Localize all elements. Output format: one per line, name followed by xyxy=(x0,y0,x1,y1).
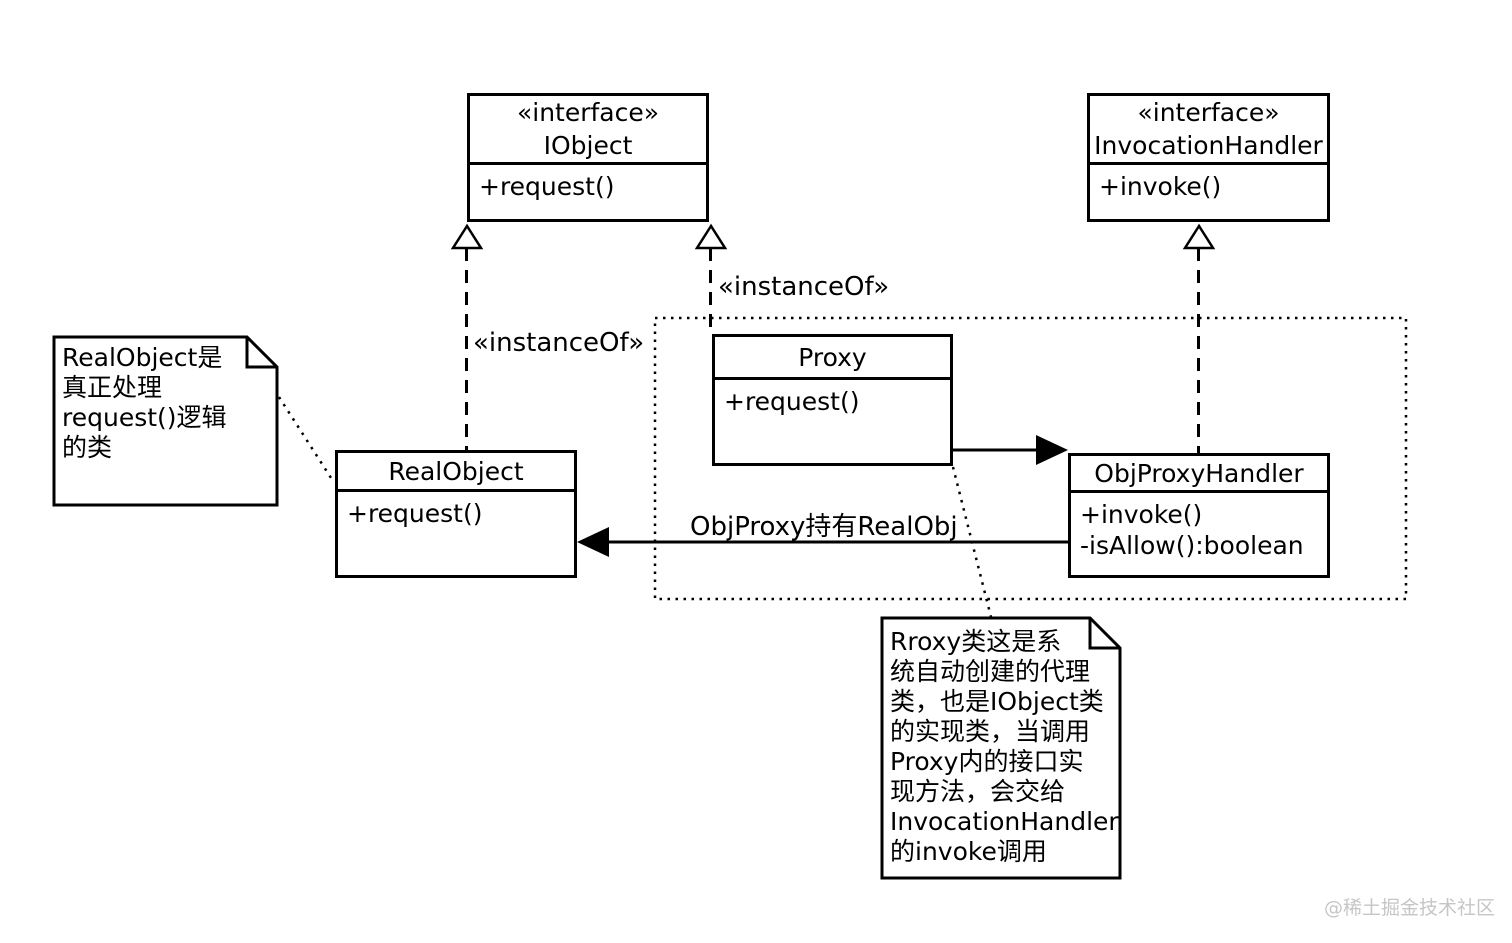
class-proxy-title: Proxy xyxy=(715,337,950,380)
class-iobject-members: +request() xyxy=(470,165,706,208)
note-anchor-proxy xyxy=(951,466,993,618)
class-objproxyhandler: ObjProxyHandler +invoke() -isAllow():boo… xyxy=(1068,453,1330,578)
class-invocationhandler-stereotype: «interface» xyxy=(1137,98,1280,127)
instanceof-label-left: «instanceOf» xyxy=(473,328,645,358)
note-fold-realobject-icon xyxy=(245,337,277,369)
note-shape-realobject xyxy=(52,335,279,507)
note-anchor-realobject xyxy=(277,396,335,482)
hollow-triangle-invocationhandler-icon xyxy=(1182,223,1216,250)
filled-arrowhead-left-icon xyxy=(577,527,609,557)
class-realobject-title: RealObject xyxy=(338,453,574,492)
member-method: +request() xyxy=(724,387,860,416)
class-invocationhandler-name: InvocationHandler xyxy=(1094,131,1323,160)
note-proxy-text: Rroxy类这是系 统自动创建的代理 类，也是IObject类 的实现类，当调用… xyxy=(890,627,1119,866)
member-method: +request() xyxy=(347,499,483,528)
note-fold-proxy-icon xyxy=(1088,618,1120,650)
class-objproxyhandler-title: ObjProxyHandler xyxy=(1071,456,1327,493)
member-method: +invoke() xyxy=(1080,500,1203,529)
instanceof-label-right: «instanceOf» xyxy=(718,272,890,302)
class-invocationhandler-title: «interface» InvocationHandler xyxy=(1090,96,1327,165)
class-invocationhandler: «interface» InvocationHandler +invoke() xyxy=(1087,93,1330,222)
class-objproxyhandler-name: ObjProxyHandler xyxy=(1094,458,1304,488)
holds-realobj-label: ObjProxy持有RealObj xyxy=(690,512,958,542)
class-realobject-members: +request() xyxy=(338,492,574,535)
class-objproxyhandler-members: +invoke() -isAllow():boolean xyxy=(1071,493,1327,567)
watermark-text: @稀土掘金技术社区 xyxy=(1324,897,1496,919)
class-realobject-name: RealObject xyxy=(388,456,524,486)
class-iobject-name: IObject xyxy=(543,131,633,160)
hollow-triangle-iobject-left-icon xyxy=(450,223,484,250)
note-realobject-text: RealObject是 真正处理 request()逻辑 的类 xyxy=(62,343,227,462)
class-invocationhandler-members: +invoke() xyxy=(1090,165,1327,208)
class-proxy-members: +request() xyxy=(715,380,950,423)
filled-arrowhead-right-icon xyxy=(1036,435,1068,465)
class-proxy-name: Proxy xyxy=(798,342,867,372)
class-iobject-stereotype: «interface» xyxy=(516,98,660,127)
class-realobject: RealObject +request() xyxy=(335,450,577,578)
class-proxy: Proxy +request() xyxy=(712,334,953,466)
note-shape-proxy xyxy=(880,616,1122,880)
member-method: -isAllow():boolean xyxy=(1080,531,1304,560)
member-method: +invoke() xyxy=(1099,172,1222,201)
member-method: +request() xyxy=(479,172,615,201)
hollow-triangle-iobject-right-icon xyxy=(694,223,728,250)
class-iobject-title: «interface» IObject xyxy=(470,96,706,165)
class-iobject: «interface» IObject +request() xyxy=(467,93,709,222)
